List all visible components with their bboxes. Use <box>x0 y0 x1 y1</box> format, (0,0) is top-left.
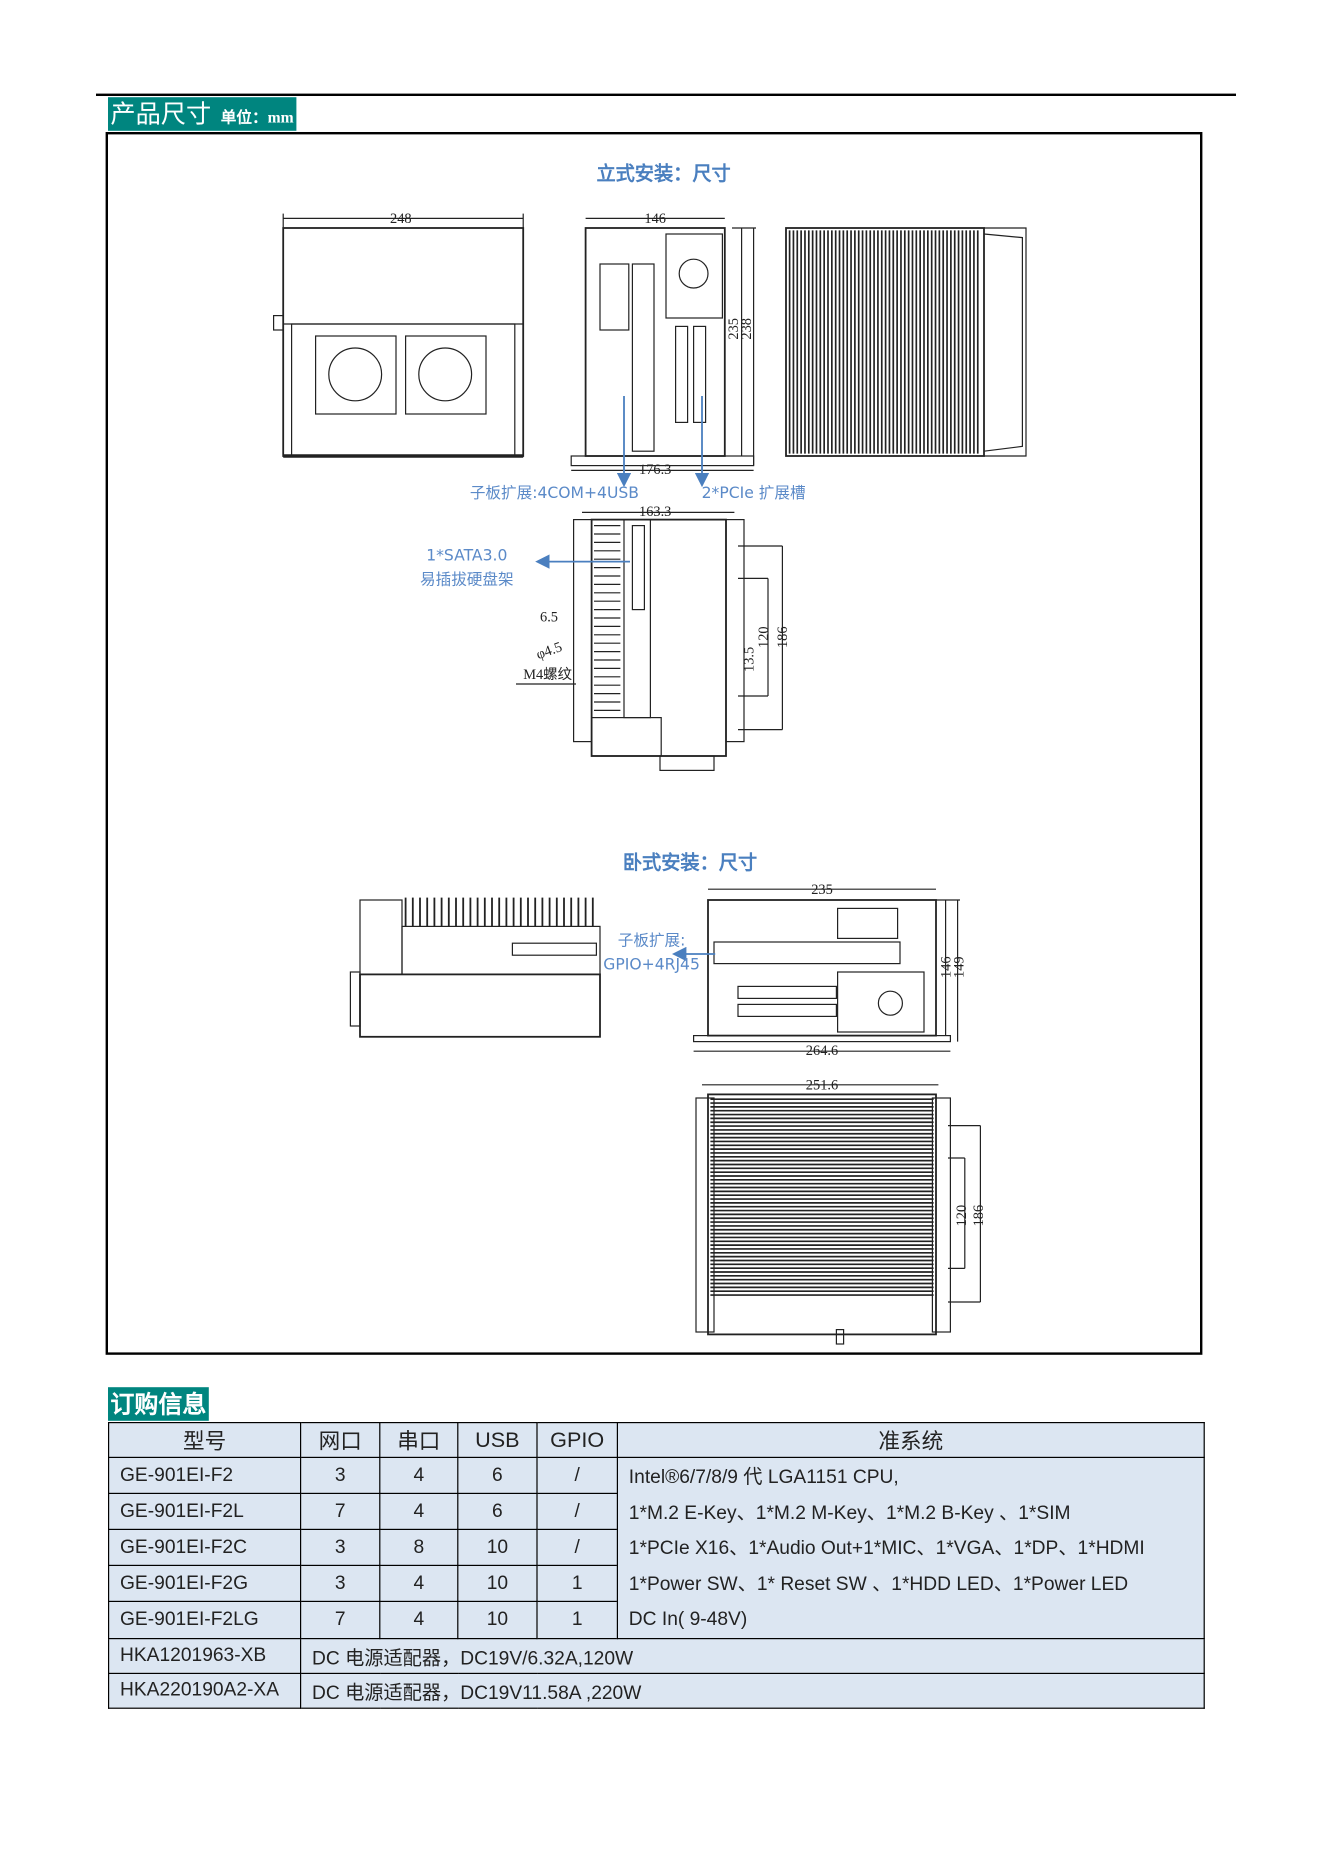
description-line: 1*PCIe X16、1*Audio Out+1*MIC、1*VGA、1*DP、… <box>628 1538 1145 1559</box>
dim-264-6: 264.6 <box>806 1043 838 1059</box>
lan-cell: 3 <box>300 1565 381 1603</box>
model-cell: GE-901EI-F2G <box>108 1565 302 1603</box>
header-com: 串口 <box>379 1422 459 1459</box>
vertical-install-title: 立式安装：尺寸 <box>596 162 730 185</box>
com-cell: 4 <box>379 1492 459 1531</box>
header-barebone: 准系统 <box>616 1422 1205 1459</box>
table-header-row: 型号 网口 串口 USB GPIO 准系统 <box>108 1422 1205 1459</box>
usb-cell: 10 <box>457 1601 538 1639</box>
vertical-io-view <box>570 217 757 488</box>
dimension-drawings-frame <box>105 132 1203 1355</box>
dim-251-6: 251.6 <box>806 1078 838 1094</box>
accessory-row: HKA1201963-XB DC 电源适配器，DC19V/6.32A,120W <box>108 1637 1205 1674</box>
dim-hole-diameter: φ4.5 <box>534 639 564 663</box>
gpio-cell: / <box>536 1456 619 1495</box>
lan-cell: 7 <box>300 1492 381 1531</box>
com-cell: 4 <box>379 1601 459 1639</box>
dim-146-horizontal: 146 <box>938 956 954 978</box>
dim-176-3: 176.3 <box>639 462 671 478</box>
header-lan: 网口 <box>300 1422 381 1459</box>
header-model: 型号 <box>108 1422 302 1459</box>
dim-163-3: 163.3 <box>639 504 671 520</box>
com-cell: 8 <box>379 1529 459 1567</box>
gpio-cell: 1 <box>536 1565 619 1603</box>
dim-235: 235 <box>726 318 742 340</box>
hdd-bay-label: 易插拔硬盘架 <box>420 569 514 588</box>
accessory-model-cell: HKA1201963-XB <box>108 1637 302 1674</box>
description-line: Intel®6/7/8/9 代 LGA1151 CPU, <box>628 1467 899 1488</box>
order-title: 订购信息 <box>110 1389 207 1419</box>
horizontal-side-view <box>349 897 601 1038</box>
dim-120-horizontal: 120 <box>954 1205 970 1227</box>
header-usb: USB <box>457 1422 538 1459</box>
dim-6-5: 6.5 <box>540 610 558 626</box>
dim-186-horizontal: 186 <box>971 1205 987 1227</box>
dim-235-horizontal: 235 <box>811 882 833 898</box>
model-cell: GE-901EI-F2L <box>108 1492 302 1531</box>
dim-120: 120 <box>756 626 772 648</box>
dim-238: 238 <box>739 318 755 340</box>
model-cell: GE-901EI-F2 <box>108 1456 302 1495</box>
description-line: DC In( 9-48V) <box>628 1609 748 1630</box>
description-line: 1*Power SW、1* Reset SW 、1*HDD LED、1*Powe… <box>628 1573 1129 1595</box>
barebone-description: Intel®6/7/8/9 代 LGA1151 CPU, 1*M.2 E-Key… <box>616 1456 1205 1639</box>
accessory-description-cell: DC 电源适配器，DC19V11.58A ,220W <box>300 1672 1205 1709</box>
accessory-row: HKA220190A2-XA DC 电源适配器，DC19V11.58A ,220… <box>108 1672 1205 1709</box>
table-row: GE-901EI-F2L 7 4 6 / <box>108 1492 1205 1531</box>
table-row: GE-901EI-F2C 3 8 10 / <box>108 1529 1205 1567</box>
horizontal-io-view <box>672 888 961 1052</box>
table-row: GE-901EI-F2G 3 4 10 1 <box>108 1565 1205 1603</box>
dim-186: 186 <box>775 626 791 648</box>
vertical-front-view <box>273 213 525 458</box>
top-rule <box>96 93 1236 96</box>
com-cell: 4 <box>379 1456 459 1495</box>
model-cell: GE-901EI-F2C <box>108 1529 302 1567</box>
header-gpio: GPIO <box>536 1422 619 1459</box>
m4-thread-label: M4螺纹 <box>523 666 572 683</box>
gpio-cell: 1 <box>536 1601 619 1639</box>
table-row: GE-901EI-F2LG 7 4 10 1 <box>108 1601 1205 1639</box>
vertical-top-view <box>516 511 784 772</box>
order-section-title: 订购信息 <box>108 1387 209 1421</box>
dimensions-section-title: 产品尺寸单位：mm <box>108 97 297 131</box>
accessory-description-cell: DC 电源适配器，DC19V/6.32A,120W <box>300 1637 1205 1674</box>
dim-248: 248 <box>390 211 412 227</box>
dim-146: 146 <box>644 211 666 227</box>
lan-cell: 7 <box>300 1601 381 1639</box>
com-cell: 4 <box>379 1565 459 1603</box>
accessory-model-cell: HKA220190A2-XA <box>108 1672 302 1709</box>
dimensions-title: 产品尺寸 <box>110 99 212 129</box>
unit-label: 单位：mm <box>220 108 294 127</box>
lan-cell: 3 <box>300 1529 381 1567</box>
table-row: GE-901EI-F2 3 4 6 / Intel®6/7/8/9 代 LGA1… <box>108 1456 1205 1639</box>
dim-13-5: 13.5 <box>742 647 758 672</box>
pcie-label: 2*PCIe 扩展槽 <box>702 484 806 502</box>
vertical-heatsink-view <box>785 227 1027 457</box>
usb-cell: 6 <box>457 1492 538 1531</box>
sata-label: 1*SATA3.0 <box>426 546 507 564</box>
description-line: 1*M.2 E-Key、1*M.2 M-Key、1*M.2 B-Key 、1*S… <box>628 1503 1071 1524</box>
daughter-board-label-horizontal: 子板扩展: <box>618 932 686 950</box>
lan-cell: 3 <box>300 1456 381 1495</box>
model-cell: GE-901EI-F2LG <box>108 1601 302 1639</box>
gpio-rj45-label: GPIO+4RJ45 <box>603 956 700 974</box>
usb-cell: 6 <box>457 1456 538 1495</box>
dim-149: 149 <box>952 956 968 978</box>
usb-cell: 10 <box>457 1565 538 1603</box>
gpio-cell: / <box>536 1529 619 1567</box>
horizontal-install-title: 卧式安装：尺寸 <box>623 851 757 874</box>
gpio-cell: / <box>536 1492 619 1531</box>
order-table: 型号 网口 串口 USB GPIO 准系统 GE-901EI-F2 3 4 6 … <box>108 1422 1205 1709</box>
horizontal-bottom-view <box>695 1084 982 1345</box>
daughter-board-label: 子板扩展:4COM+4USB <box>470 484 639 502</box>
usb-cell: 10 <box>457 1529 538 1567</box>
